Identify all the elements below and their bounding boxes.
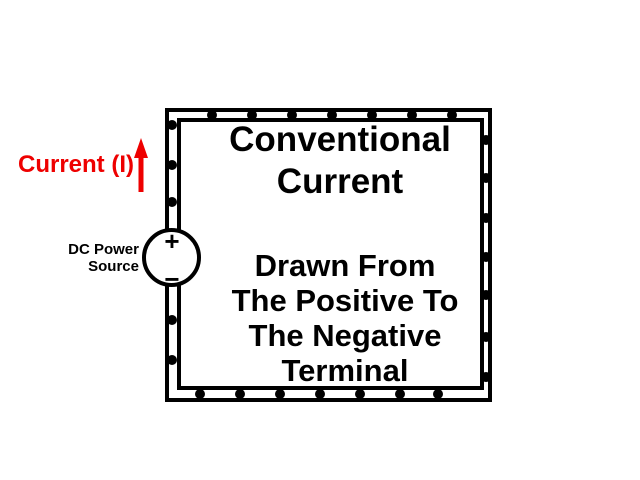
charge-dot [481, 173, 491, 183]
charge-dot [167, 355, 177, 365]
charge-dot [407, 110, 417, 120]
charge-dot [247, 110, 257, 120]
charge-dot [207, 110, 217, 120]
dc-power-source-label: DC Power Source [40, 241, 139, 275]
charge-dot [481, 135, 491, 145]
description-line1: Drawn From [254, 248, 436, 283]
charge-dot [235, 389, 245, 399]
charge-dot [481, 332, 491, 342]
charge-dot [481, 213, 491, 223]
charge-dot [327, 110, 337, 120]
charge-dot [433, 389, 443, 399]
charge-dot [167, 197, 177, 207]
title-line1: Conventional [229, 120, 451, 159]
dc-power-source-label-line2: Source [88, 258, 139, 275]
charge-dot [355, 389, 365, 399]
current-direction-up-arrow-icon [134, 138, 148, 192]
charge-dot [481, 252, 491, 262]
description-line2: The Positive To [231, 283, 459, 318]
charge-dot [481, 290, 491, 300]
charge-dot [167, 160, 177, 170]
charge-dot [287, 110, 297, 120]
charge-dot [275, 389, 285, 399]
charge-dot [395, 389, 405, 399]
negative-terminal-label: − [164, 264, 180, 294]
positive-terminal-label: + [164, 226, 180, 256]
charge-dot [167, 120, 177, 130]
current-label: Current (I) [18, 151, 134, 178]
charge-dot [367, 110, 377, 120]
description-line3: The Negative [248, 318, 442, 353]
description-line4: Terminal [281, 353, 409, 388]
charge-dot [195, 389, 205, 399]
title-line2: Current [276, 162, 404, 201]
charge-dot [447, 110, 457, 120]
charge-dot [167, 315, 177, 325]
dc-power-source-symbol [142, 228, 201, 287]
charge-dot [481, 372, 491, 382]
diagram-description: Drawn From The Positive To The Negative … [180, 248, 510, 388]
charge-dot [315, 389, 325, 399]
diagram-title: Conventional Current [180, 119, 500, 203]
dc-power-source-label-line1: DC Power [68, 241, 139, 258]
